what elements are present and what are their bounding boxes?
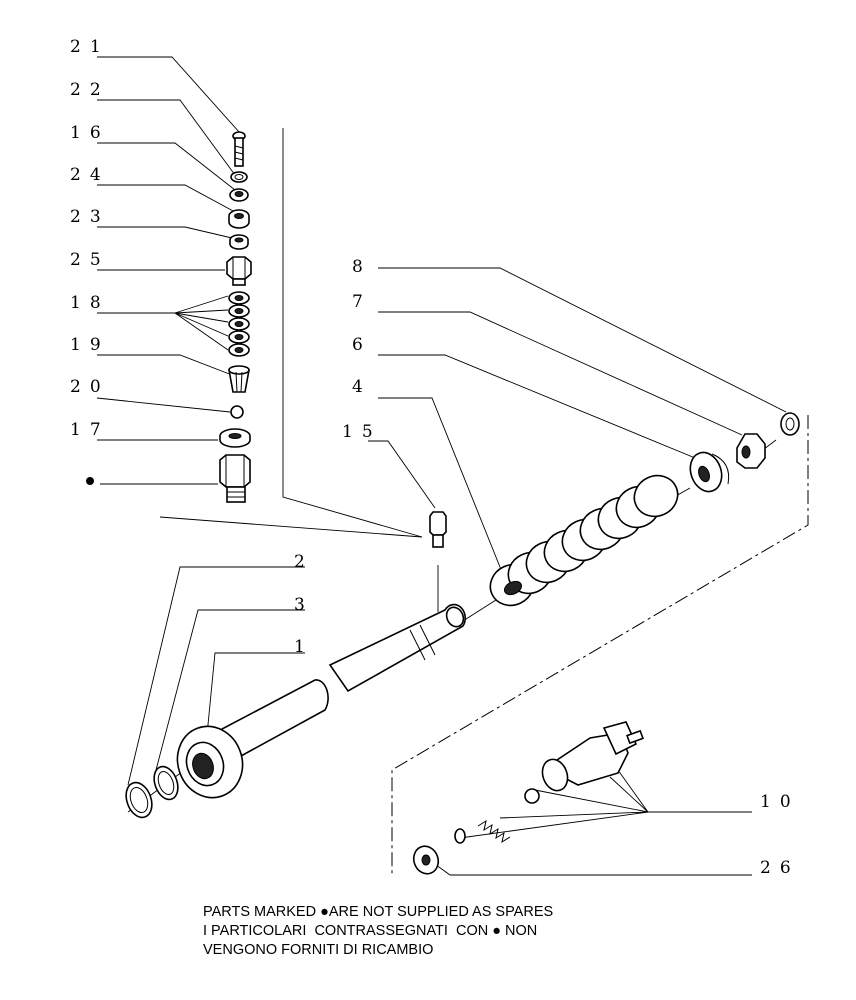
leader-lines [96, 56, 787, 876]
washer-16 [229, 188, 249, 202]
label-19: 19 [70, 335, 110, 355]
circlip-8 [780, 412, 800, 436]
nut-25 [226, 256, 252, 286]
washer-17 [219, 428, 251, 448]
label-23: 23 [70, 207, 110, 227]
cage-19 [228, 365, 250, 393]
label-17: 17 [70, 420, 110, 440]
label-25: 25 [70, 250, 110, 270]
grub-screw-15 [429, 511, 447, 548]
label-26: 26 [760, 858, 800, 878]
washer-23 [229, 234, 249, 250]
label-15: 15 [342, 422, 382, 442]
not-supplied-marker-icon [86, 477, 94, 485]
note-line-1: PARTS MARKED ●ARE NOT SUPPLIED AS SPARES [203, 904, 554, 920]
reference-labels: 21 22 16 24 23 25 18 19 20 17 15 8 7 6 4… [70, 37, 800, 878]
relief-valve-10 [454, 721, 644, 844]
label-8: 8 [352, 257, 372, 277]
label-7: 7 [352, 292, 372, 312]
spring-4 [489, 474, 679, 607]
note-line-2: I PARTICOLARI CONTRASSEGNATI CON ● NON [203, 923, 538, 939]
label-22: 22 [70, 80, 110, 100]
valve-body-1 [176, 679, 329, 799]
screw-21 [232, 131, 246, 167]
valve-shaft-upper [328, 603, 466, 693]
ball-20 [230, 405, 244, 419]
label-16: 16 [70, 123, 110, 143]
dash-dot-frame [391, 415, 809, 875]
o-ring-3 [153, 765, 179, 801]
o-ring-2 [125, 781, 153, 819]
label-21: 21 [70, 37, 110, 57]
note-line-3: VENGONO FORNITI DI RICAMBIO [203, 942, 434, 958]
label-4: 4 [352, 377, 372, 397]
bullet-icon: ● [320, 904, 329, 920]
washer-24 [228, 209, 250, 229]
label-3: 3 [294, 595, 314, 615]
spring-seat-6 [689, 451, 730, 493]
label-10: 10 [760, 792, 800, 812]
label-20: 20 [70, 377, 110, 397]
label-2: 2 [294, 552, 314, 572]
bullet-icon: ● [492, 923, 502, 939]
label-24: 24 [70, 165, 110, 185]
washer-26 [412, 845, 440, 875]
spares-note: PARTS MARKED ●ARE NOT SUPPLIED AS SPARES… [203, 903, 553, 960]
nut-7 [736, 433, 766, 469]
seal-rings-18 [228, 291, 250, 357]
circlip-22 [230, 171, 248, 183]
housing-not-supplied [219, 454, 251, 503]
label-18: 18 [70, 293, 110, 313]
label-6: 6 [352, 335, 372, 355]
label-1: 1 [294, 637, 314, 657]
